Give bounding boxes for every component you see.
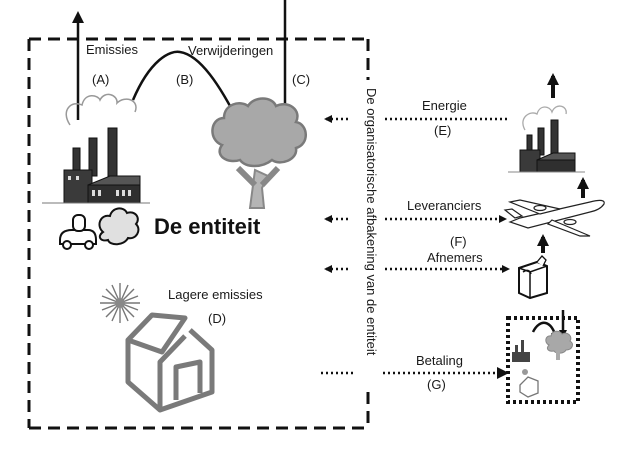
airplane-icon (503, 177, 605, 237)
tree-icon (211, 97, 307, 209)
organizational-boundary (27, 37, 370, 430)
emissions-code: (A) (92, 72, 110, 87)
energy-code: (E) (434, 123, 452, 138)
removals-label: Verwijderingen (188, 43, 274, 58)
energy-label: Energie (422, 98, 467, 113)
entity-title: De entiteit (154, 214, 261, 239)
value-chain-code: (F) (450, 234, 467, 249)
suppliers-label: Leveranciers (407, 198, 482, 213)
transfer-code: (B) (176, 72, 194, 87)
payment-code: (G) (427, 377, 446, 392)
removals-code: (C) (292, 72, 311, 87)
lower-emissions-code: (D) (208, 311, 227, 326)
customers-label: Afnemers (427, 250, 483, 265)
offset-project-icon (506, 310, 580, 404)
emissions-label: Emissies (86, 42, 139, 57)
sun-icon (100, 283, 140, 323)
lower-emissions-label: Lagere emissies (168, 287, 263, 302)
payment-label: Betaling (416, 353, 463, 368)
boundary-label: De organisatorische afbakening van de en… (364, 88, 379, 356)
cloud-icon (98, 207, 140, 246)
car-icon (59, 214, 97, 250)
washing-machine-icon (518, 234, 549, 300)
factory-icon (42, 93, 150, 204)
house-icon (125, 312, 215, 413)
energy-factory-icon (508, 73, 585, 173)
transfer-arrow (131, 50, 242, 128)
